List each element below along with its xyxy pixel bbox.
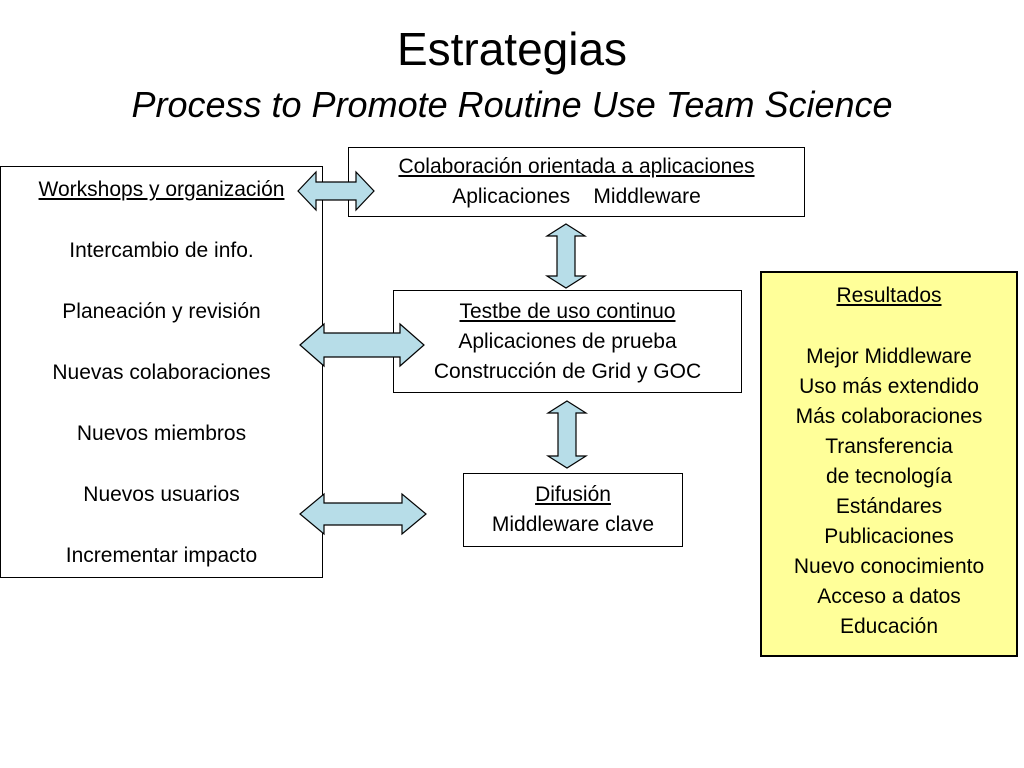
difusion-box: Difusión Middleware clave — [463, 473, 683, 547]
workshops-box: Workshops y organización Intercambio de … — [0, 166, 323, 578]
workshops-item: Nuevas colaboraciones — [52, 361, 271, 384]
double-arrow-icon — [545, 400, 589, 469]
workshops-heading: Workshops y organización — [38, 178, 285, 201]
colaboracion-box: Colaboración orientada a aplicaciones Ap… — [348, 147, 805, 217]
testbed-line: Aplicaciones de prueba — [458, 330, 677, 353]
resultados-item: Uso más extendido — [799, 375, 979, 398]
workshops-item: Nuevos miembros — [76, 422, 247, 445]
resultados-item: Transferencia — [825, 435, 953, 458]
resultados-item: Estándares — [835, 495, 943, 518]
workshops-item: Incrementar impacto — [65, 544, 258, 567]
difusion-heading: Difusión — [535, 483, 611, 506]
double-arrow-icon — [299, 492, 427, 536]
resultados-item: Más colaboraciones — [795, 405, 983, 428]
resultados-item: Nuevo conocimiento — [793, 555, 985, 578]
workshops-item: Planeación y revisión — [62, 300, 261, 323]
resultados-item: Acceso a datos — [817, 585, 961, 608]
slide-subtitle: Process to Promote Routine Use Team Scie… — [131, 84, 893, 125]
resultados-heading: Resultados — [836, 284, 942, 307]
resultados-item: Publicaciones — [824, 525, 954, 548]
double-arrow-icon — [544, 223, 588, 289]
workshops-item: Nuevos usuarios — [83, 483, 240, 506]
difusion-line: Middleware clave — [491, 513, 655, 536]
resultados-item: Mejor Middleware — [806, 345, 972, 368]
slide-title: Estrategias — [396, 23, 628, 75]
workshops-item: Intercambio de info. — [69, 239, 254, 262]
resultados-item: Educación — [839, 615, 939, 638]
testbed-line: Construcción de Grid y GOC — [433, 360, 702, 383]
testbed-box: Testbe de uso continuo Aplicaciones de p… — [393, 290, 742, 393]
testbed-heading: Testbe de uso continuo — [459, 300, 676, 323]
colaboracion-line: Aplicaciones Middleware — [452, 185, 701, 208]
resultados-box: Resultados Mejor Middleware Uso más exte… — [760, 271, 1018, 657]
double-arrow-icon — [299, 322, 425, 368]
colaboracion-heading: Colaboración orientada a aplicaciones — [398, 155, 755, 178]
double-arrow-icon — [297, 170, 375, 212]
resultados-item: de tecnología — [825, 465, 953, 488]
